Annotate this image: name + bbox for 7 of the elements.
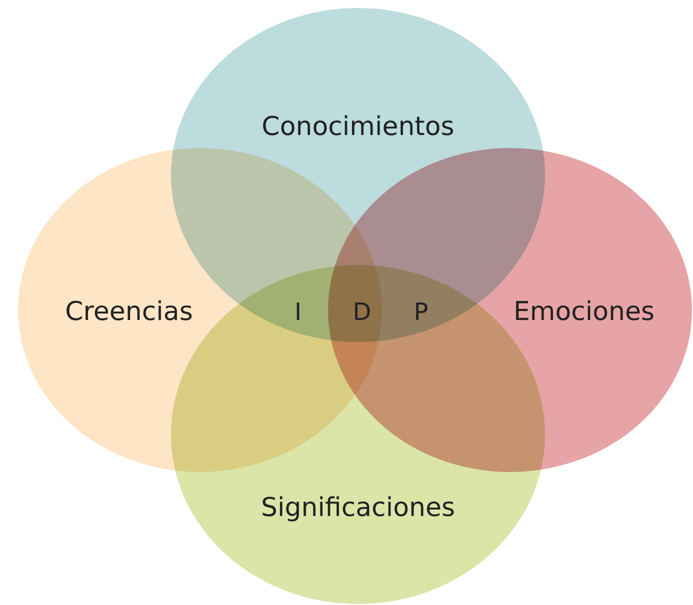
set-label: Conocimientos (262, 112, 454, 142)
set-label: Significaciones (261, 493, 455, 523)
intersection-label: D (352, 298, 372, 326)
intersection-label: I (294, 298, 302, 326)
set-label: Emociones (513, 297, 655, 327)
intersection-label: P (414, 298, 428, 326)
set-label: Creencias (65, 297, 193, 327)
